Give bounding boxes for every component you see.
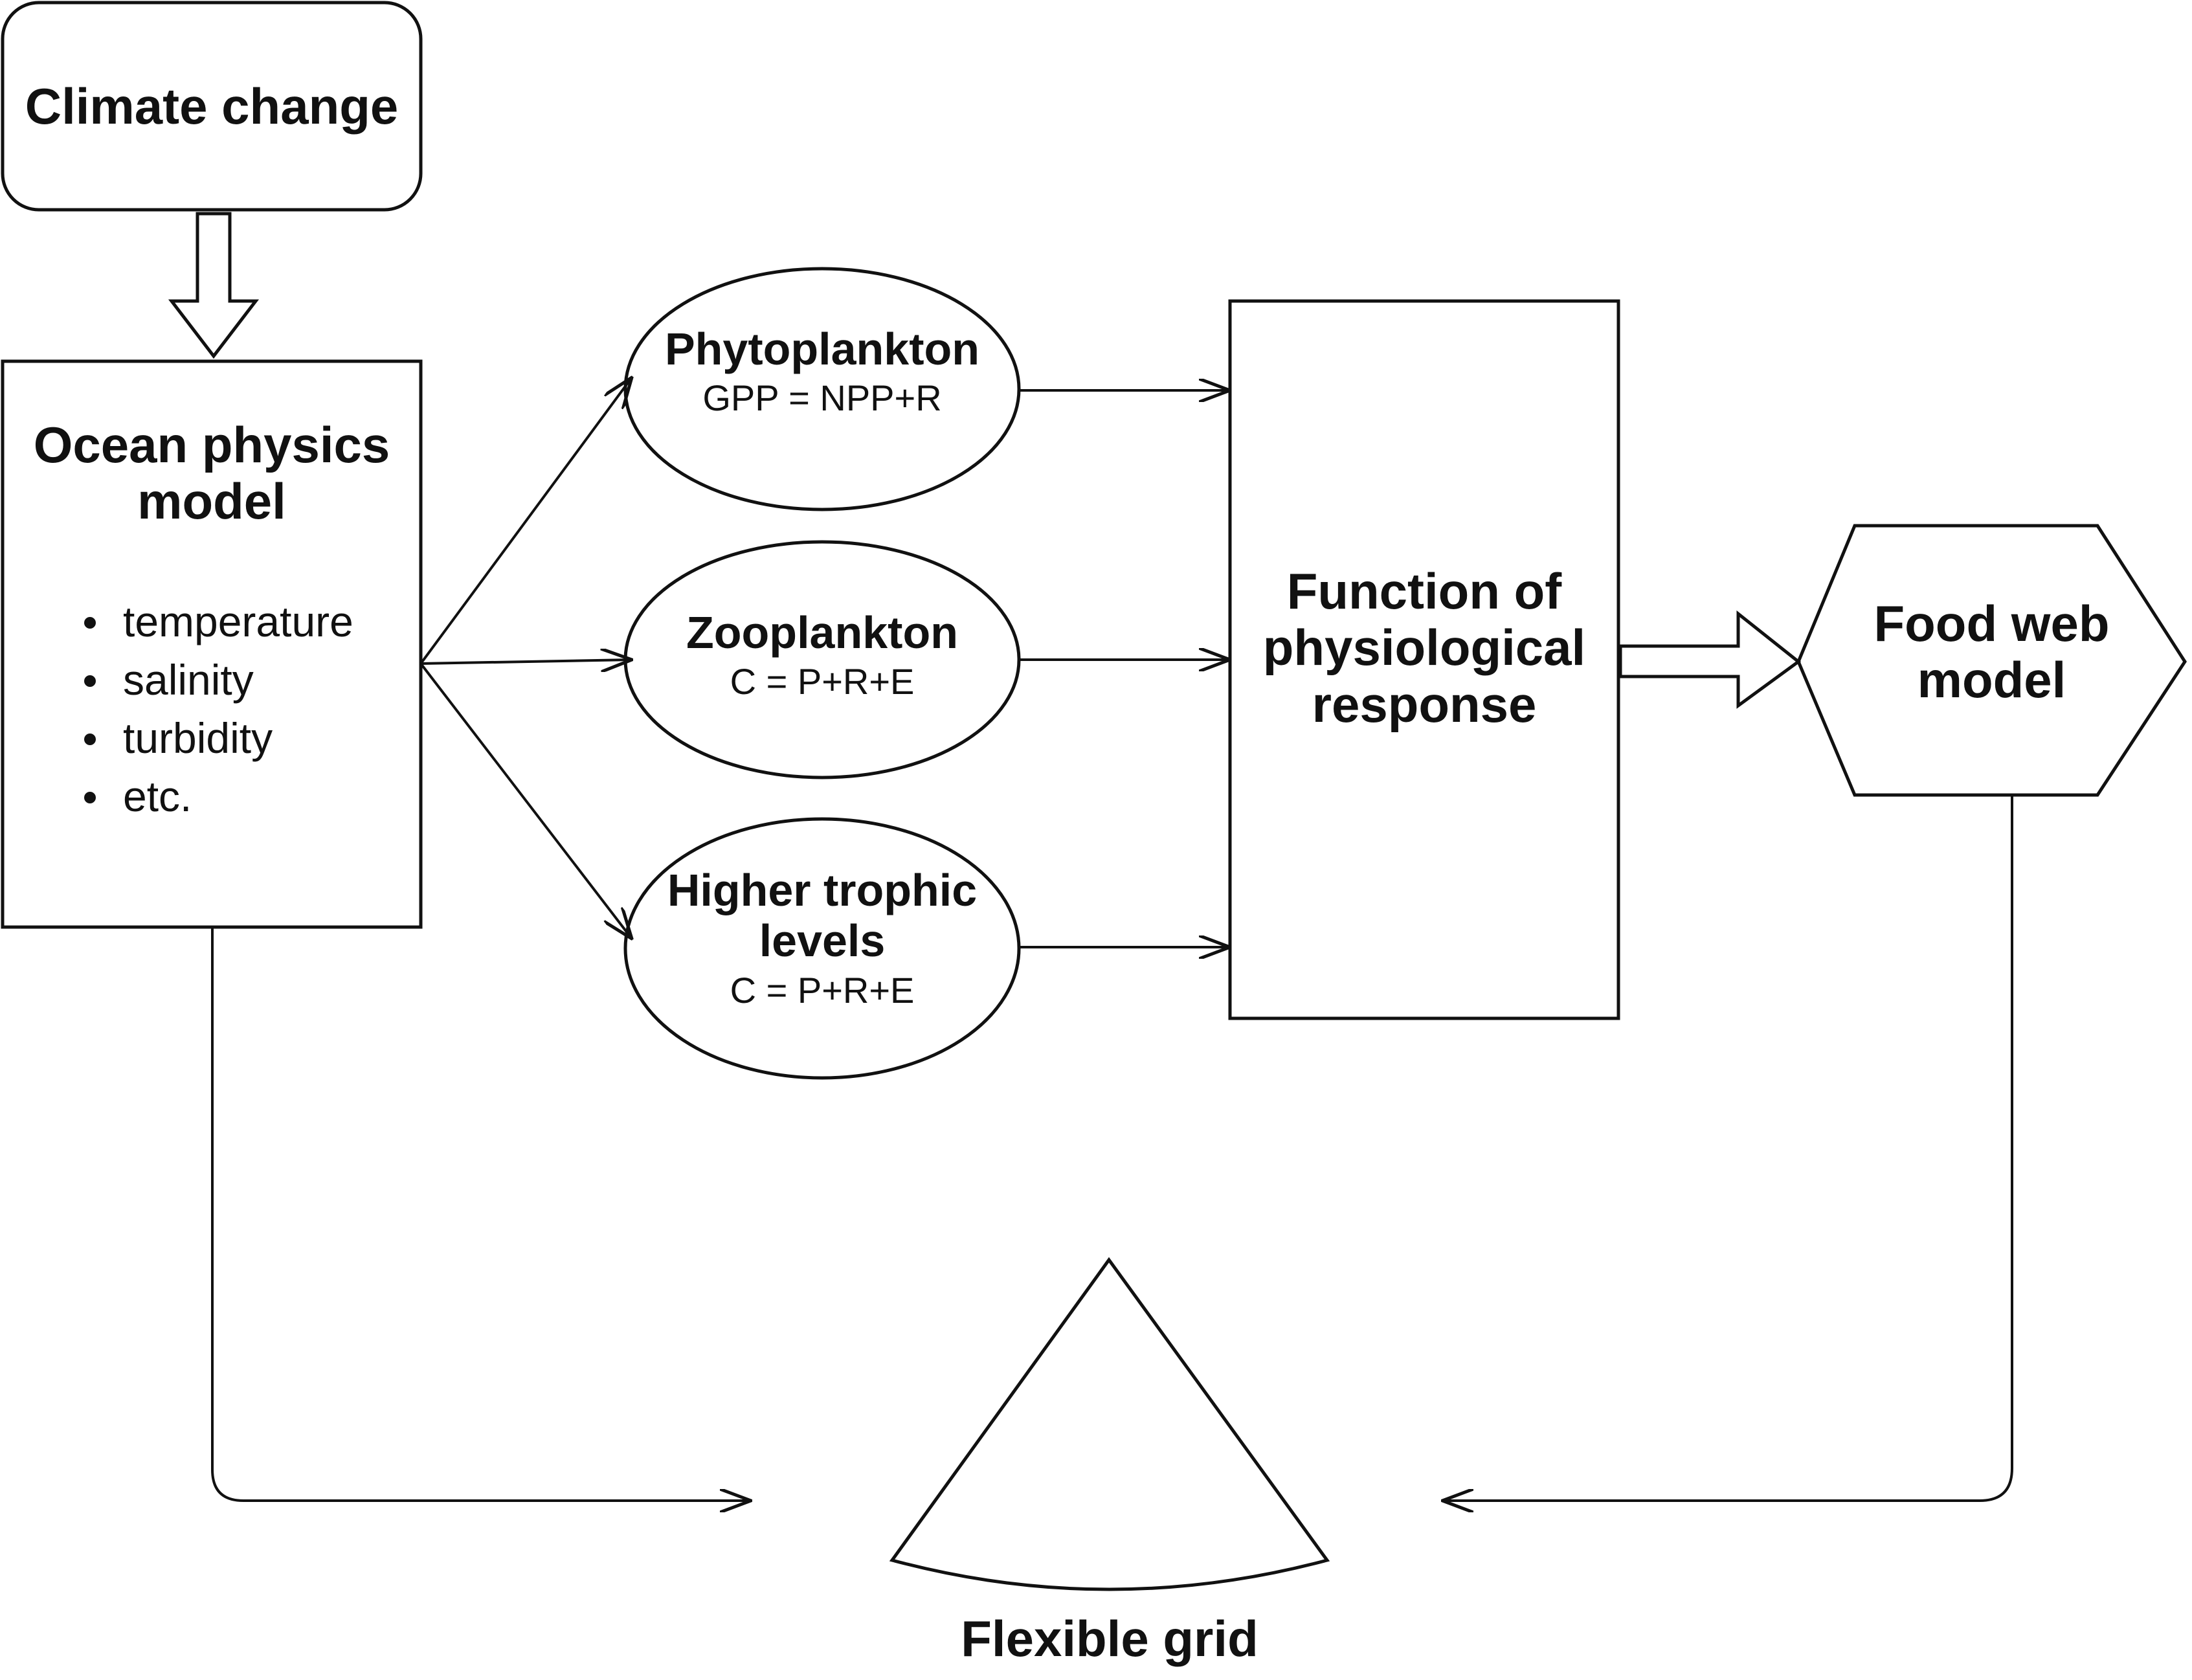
- list-item: turbidity: [79, 709, 353, 767]
- higher-trophic-equation: C = P+R+E: [730, 969, 915, 1011]
- zooplankton-label: Zooplankton C = P+R+E: [625, 607, 1019, 702]
- list-item: etc.: [79, 767, 353, 825]
- ocean-physics-model-box: [1, 359, 423, 929]
- food-web-to-flexible-grid-connector: [1442, 795, 2013, 1501]
- zooplankton-title: Zooplankton: [686, 607, 958, 658]
- function-to-food-web-hollow-arrow: [1618, 610, 1802, 709]
- ocean-to-zooplankton-arrow: [420, 660, 632, 664]
- ocean-to-phytoplankton-arrow: [419, 377, 632, 665]
- zooplankton-equation: C = P+R+E: [730, 661, 915, 702]
- higher-trophic-levels-label: Higher trophic levels C = P+R+E: [625, 865, 1019, 1011]
- climate-change-label: Climate change: [25, 78, 399, 135]
- flexible-grid-cone: [889, 1257, 1330, 1591]
- higher-trophic-title-line2: levels: [759, 915, 886, 967]
- function-line2: physiological: [1262, 619, 1586, 677]
- ocean-to-flexible-grid-connector: [211, 927, 751, 1501]
- food-web-line2: model: [1917, 651, 2066, 709]
- function-of-physiological-response-label: Function of physiological response: [1230, 563, 1618, 733]
- ocean-physics-title-line2: model: [137, 473, 286, 530]
- food-web-model-label: Food web model: [1798, 595, 2185, 709]
- function-line1: Function of: [1286, 563, 1562, 620]
- higher-trophic-title-line1: Higher trophic: [667, 865, 978, 915]
- ocean-to-higher-trophic-arrow: [419, 662, 632, 939]
- climate-to-ocean-hollow-arrow: [168, 212, 260, 359]
- ocean-physics-variable-list: temperature salinity turbidity etc.: [79, 592, 353, 825]
- phytoplankton-title: Phytoplankton: [664, 324, 980, 374]
- ocean-physics-model-title: Ocean physics model: [3, 416, 421, 530]
- flexible-grid-label: Flexible grid: [961, 1610, 1258, 1667]
- food-web-line1: Food web: [1873, 595, 2110, 652]
- function-of-physiological-response-box: [1228, 299, 1620, 1020]
- phytoplankton-label: Phytoplankton GPP = NPP+R: [625, 324, 1019, 419]
- function-line3: response: [1312, 675, 1537, 733]
- phytoplankton-equation: GPP = NPP+R: [702, 377, 942, 419]
- list-item: temperature: [79, 592, 353, 651]
- list-item: salinity: [79, 651, 353, 709]
- climate-change-box: [1, 1, 423, 212]
- ocean-physics-title-line1: Ocean physics: [33, 416, 390, 473]
